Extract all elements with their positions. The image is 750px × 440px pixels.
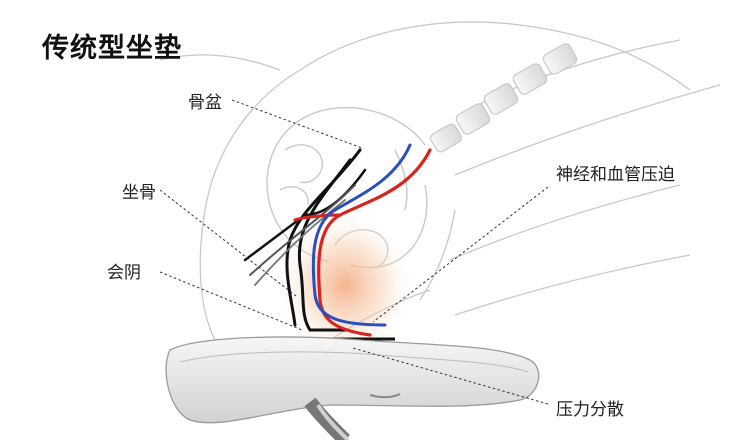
label-sit-bone: 坐骨 bbox=[122, 178, 156, 203]
saddle-illustration bbox=[166, 337, 539, 440]
label-perineum: 会阴 bbox=[107, 258, 141, 283]
label-pelvis: 骨盆 bbox=[188, 88, 222, 113]
label-pressure-distribution: 压力分散 bbox=[556, 395, 624, 420]
page-title: 传统型坐垫 bbox=[42, 26, 182, 65]
label-compression: 神经和血管压迫 bbox=[556, 160, 675, 185]
